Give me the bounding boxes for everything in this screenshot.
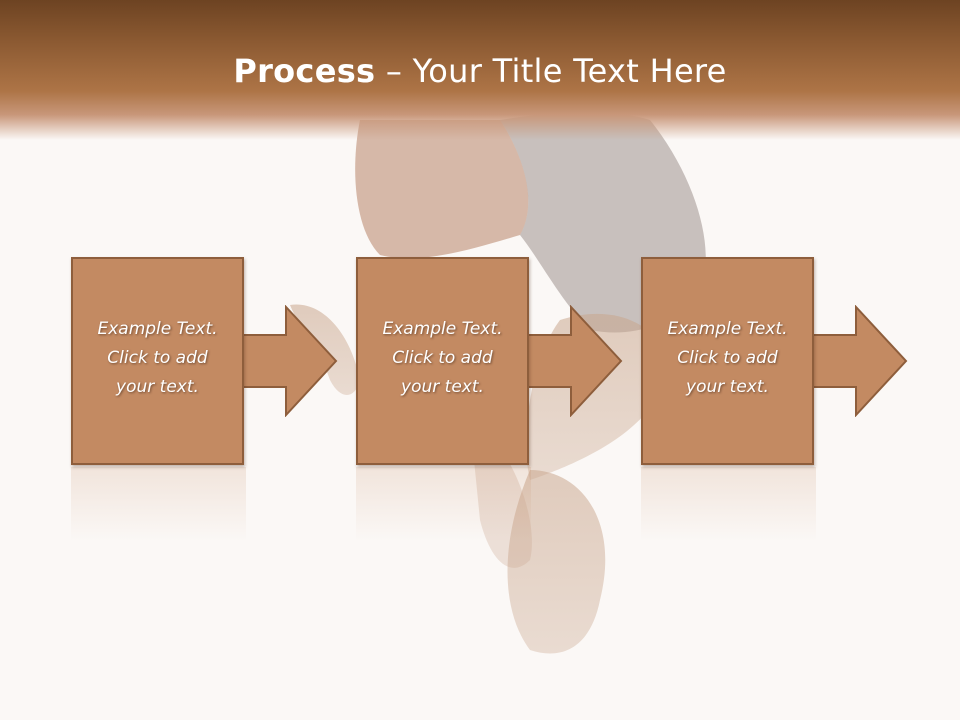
process-step-1[interactable]: Example Text. Click to add your text. — [71, 257, 244, 465]
step-text[interactable]: Example Text. Click to add your text. — [382, 319, 503, 397]
process-step-3[interactable]: Example Text. Click to add your text. — [641, 257, 814, 465]
step-text[interactable]: Example Text. Click to add your text. — [667, 319, 788, 397]
box-reflection — [71, 467, 246, 542]
slide-title[interactable]: Process – Your Title Text Here — [0, 52, 960, 90]
title-bold: Process — [233, 52, 376, 90]
arrow-right-icon — [526, 305, 623, 417]
box-reflection — [356, 467, 531, 542]
title-dash: – — [375, 52, 413, 90]
title-rest: Your Title Text Here — [412, 52, 727, 90]
step-text[interactable]: Example Text. Click to add your text. — [97, 319, 218, 397]
process-step-2[interactable]: Example Text. Click to add your text. — [356, 257, 529, 465]
arrow-right-icon — [811, 305, 908, 417]
title-bar — [0, 0, 960, 140]
arrow-right-icon — [241, 305, 338, 417]
box-reflection — [641, 467, 816, 542]
